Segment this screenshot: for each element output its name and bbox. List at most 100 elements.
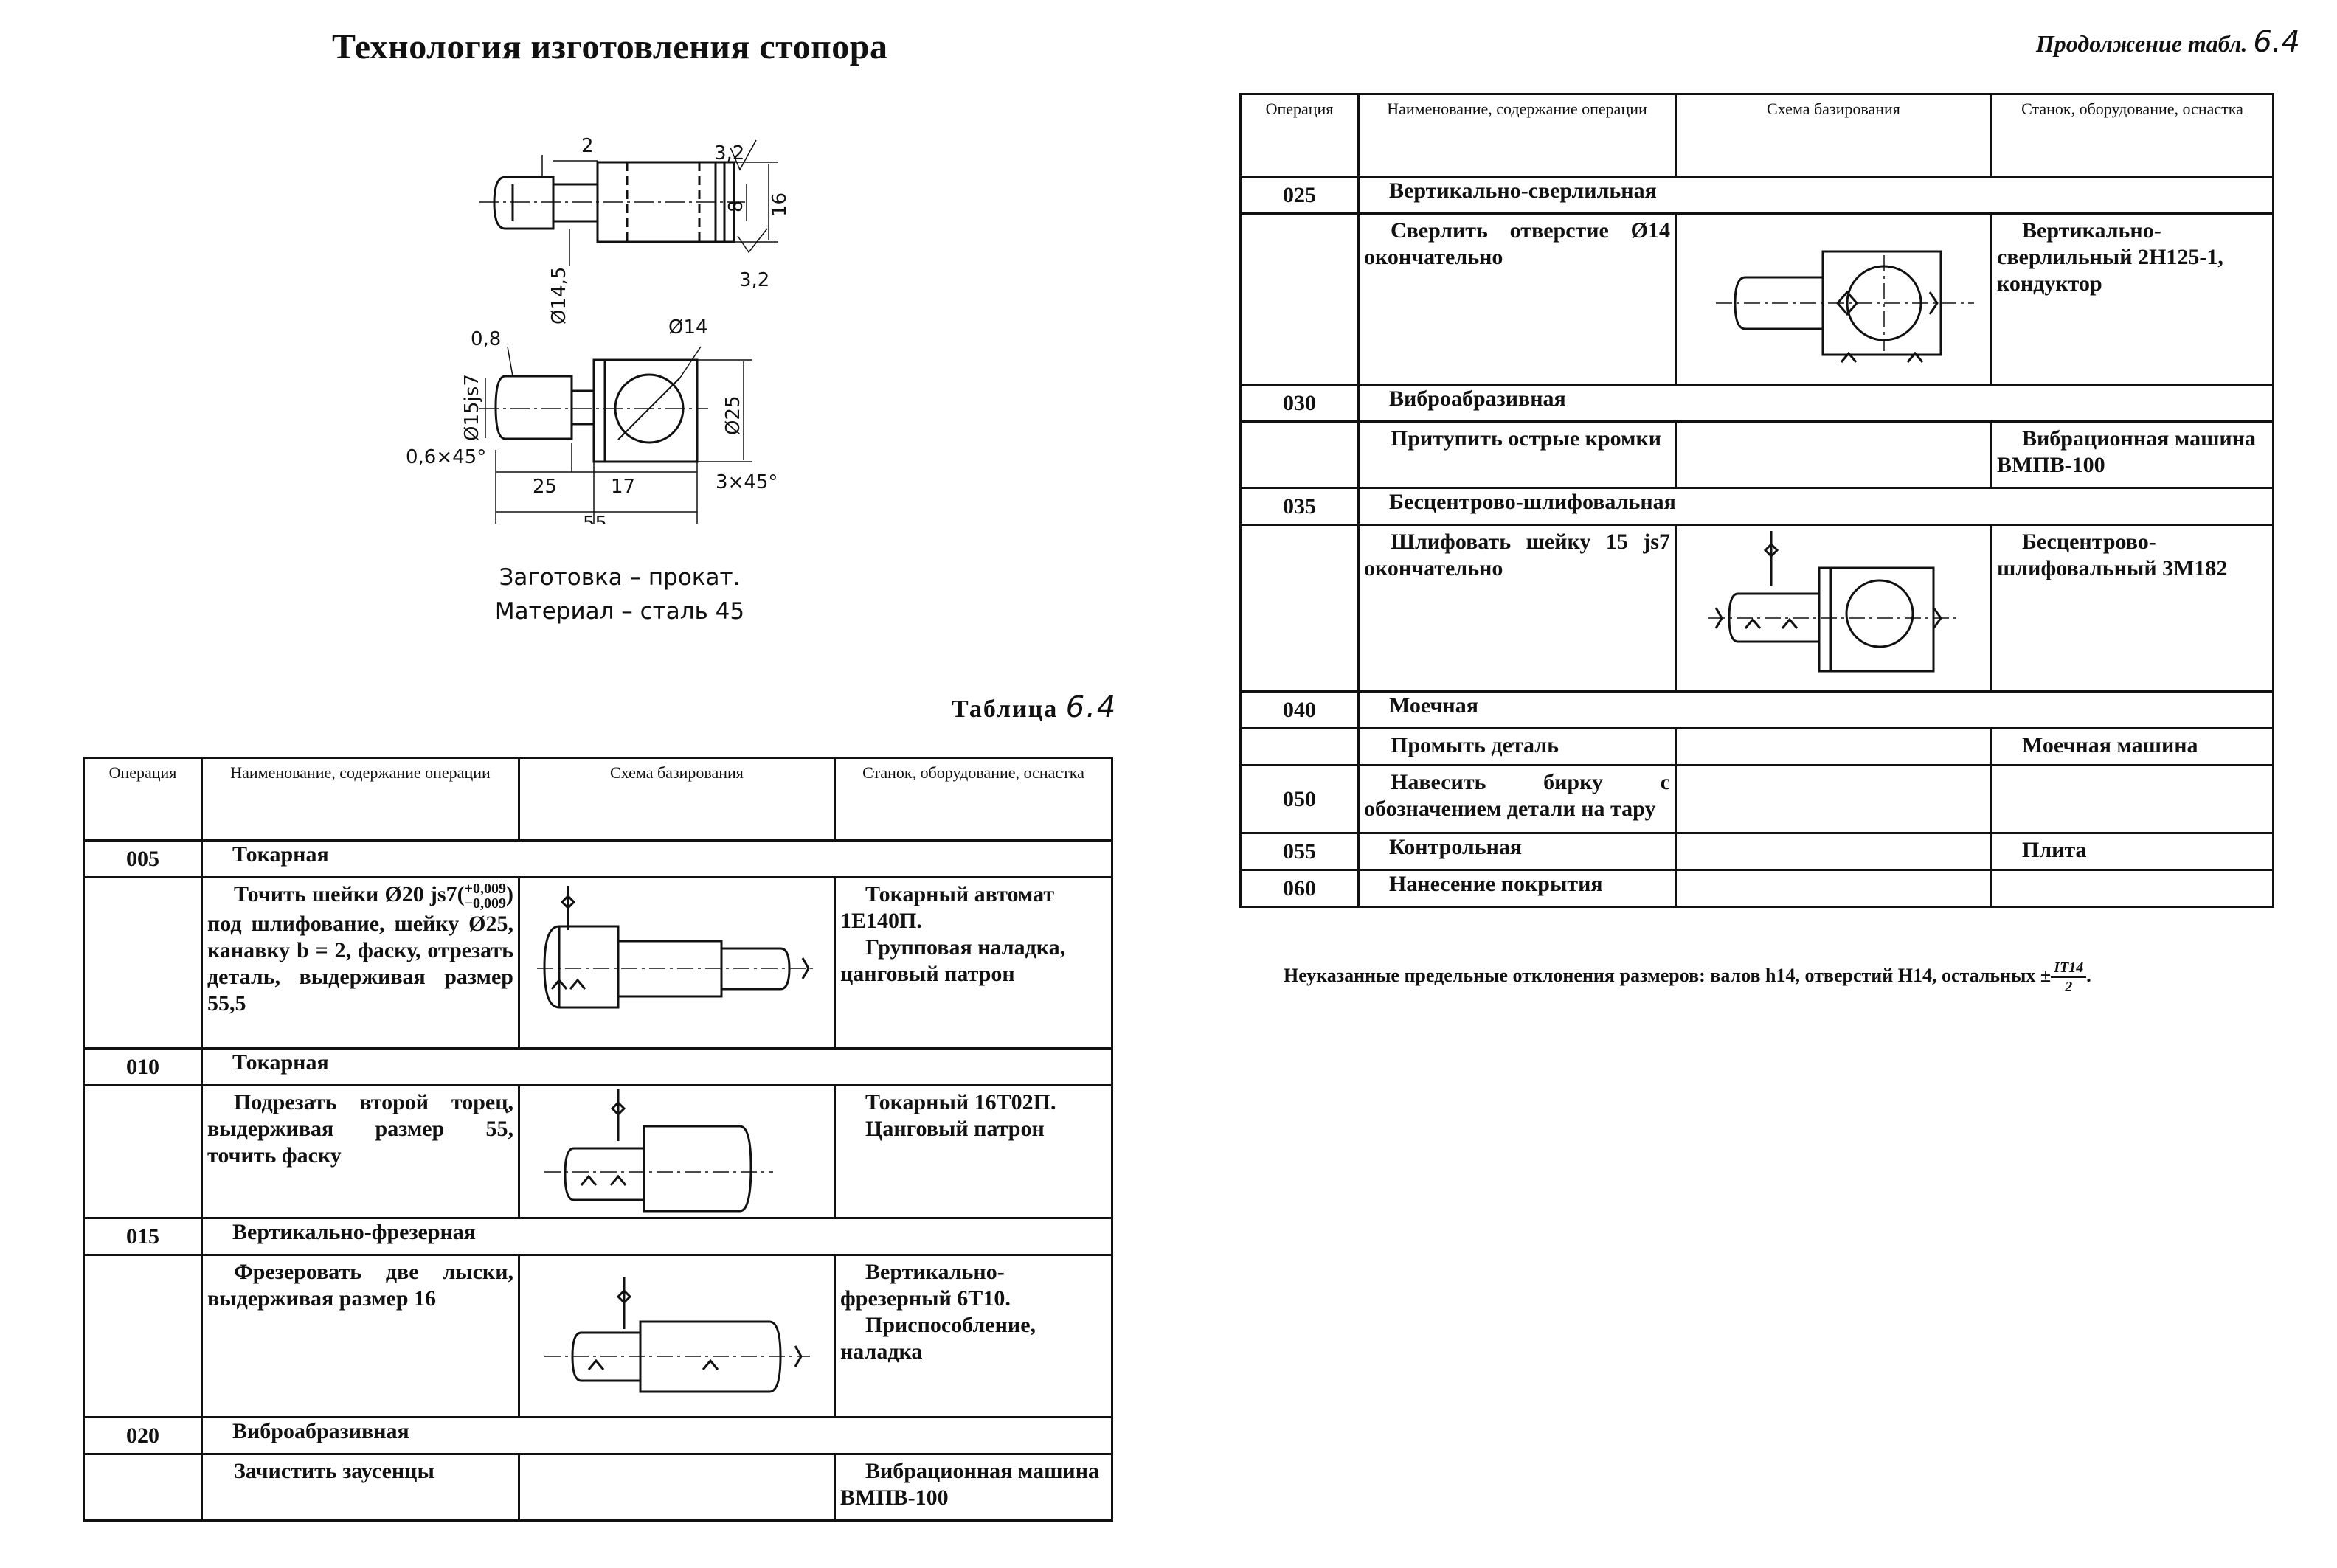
continuation-label: Продолжение табл. 6.4	[2035, 25, 2300, 59]
table-row: Подрезать второй торец, выдерживая разме…	[83, 1084, 1113, 1219]
table-row: 035 Бесцентрово-шлифовальная	[1239, 487, 2274, 526]
operation-equipment: Токарный автомат 1Е140П.Групповая наладк…	[834, 876, 1113, 1050]
table-row: 055 Контрольная Плита	[1239, 832, 2274, 871]
table-header: Операция Наименование, содержание операц…	[83, 757, 1113, 842]
operation-equipment: Моечная машина	[1990, 727, 2274, 766]
basing-scheme	[518, 876, 836, 1050]
operation-description: Фрезеровать две лыски, выдерживая размер…	[201, 1254, 520, 1418]
operation-name: Виброабразивная	[1357, 384, 2274, 423]
basing-scheme	[1675, 212, 1992, 386]
header-operation: Операция	[1239, 93, 1360, 178]
dim-d25: Ø25	[722, 395, 744, 435]
operation-description: Зачистить заусенцы	[201, 1453, 520, 1522]
table-row: Точить шейки Ø20 js7(+0,009−0,009) под ш…	[83, 876, 1113, 1050]
operation-code: 015	[83, 1217, 203, 1256]
basing-scheme-015-diagram	[544, 1277, 810, 1392]
header-operation: Операция	[83, 757, 203, 842]
part-drawing: 2 3,2 3,2 16 8 Ø14,5 0,8 Ø14 Ø15js7 Ø25 …	[406, 135, 791, 524]
dim-2: 2	[581, 135, 594, 157]
table-row: 060 Нанесение покрытия	[1239, 869, 2274, 908]
basing-scheme-025-diagram	[1715, 250, 1974, 363]
page-title: Технология изготовления стопора	[332, 27, 888, 66]
operation-equipment: Бесцентрово-шлифовальный 3М182	[1990, 524, 2274, 693]
table-row: 040 Моечная	[1239, 690, 2274, 729]
operation-equipment: Вибрационная машина ВМПВ-100	[834, 1453, 1113, 1522]
dim-d14: Ø14	[668, 316, 708, 339]
header-equipment: Станок, оборудование, оснастка	[834, 757, 1113, 842]
basing-scheme	[518, 1084, 836, 1219]
table-row: Фрезеровать две лыски, выдерживая размер…	[83, 1254, 1113, 1418]
dim-16: 16	[769, 192, 791, 217]
footnote: Неуказанные предельные отклонения размер…	[1284, 959, 2091, 996]
operation-code: 050	[1239, 764, 1360, 834]
operation-equipment: Вертикально-сверлильный 2Н125-1, кондукт…	[1990, 212, 2274, 386]
table-header: Операция Наименование, содержание операц…	[1239, 93, 2274, 178]
operation-name: Навесить бирку с обозначением детали на …	[1357, 764, 1677, 834]
operation-code: 020	[83, 1416, 203, 1455]
operation-code: 005	[83, 839, 203, 878]
operation-description: Подрезать второй торец, выдерживая разме…	[201, 1084, 520, 1219]
operation-description: Сверлить отверстие Ø14 окончательно	[1357, 212, 1677, 386]
table-row: Сверлить отверстие Ø14 окончательно Верт…	[1239, 212, 2274, 386]
operation-equipment: Вертикально-фрезерный 6Т10.Приспособлени…	[834, 1254, 1113, 1418]
operation-equipment: Плита	[1990, 832, 2274, 871]
operation-description: Промыть деталь	[1357, 727, 1677, 766]
operation-code: 030	[1239, 384, 1360, 423]
operation-code: 010	[83, 1047, 203, 1086]
table-row: Шлифовать шейку 15 js7 окончательно Бесц…	[1239, 524, 2274, 693]
dim-3x45: 3×45°	[716, 471, 778, 493]
dim-d14-5: Ø14,5	[548, 267, 570, 325]
operation-name: Виброабразивная	[201, 1416, 1113, 1455]
table-row: 050 Навесить бирку с обозначением детали…	[1239, 764, 2274, 834]
basing-scheme-005-diagram	[536, 885, 817, 1008]
operation-name: Контрольная	[1357, 832, 1677, 871]
operation-name: Вертикально-фрезерная	[201, 1217, 1113, 1256]
table-row: 020 Виброабразивная	[83, 1416, 1113, 1455]
operation-name: Нанесение покрытия	[1357, 869, 1677, 908]
basing-scheme-010-diagram	[544, 1089, 773, 1212]
operation-code: 035	[1239, 487, 1360, 526]
operation-name: Моечная	[1357, 690, 2274, 729]
operation-name: Токарная	[201, 1047, 1113, 1086]
operation-description: Точить шейки Ø20 js7(+0,009−0,009) под ш…	[201, 876, 520, 1050]
operation-equipment: Вибрационная машина ВМПВ-100	[1990, 420, 2274, 489]
operation-name: Токарная	[201, 839, 1113, 878]
basing-scheme	[518, 1254, 836, 1418]
header-scheme: Схема базирования	[1675, 93, 1992, 178]
basing-scheme-035-diagram	[1708, 530, 1959, 672]
basing-scheme	[1675, 524, 1992, 693]
drawing-caption: Заготовка – прокат. Материал – сталь 45	[494, 564, 745, 625]
table-row: 030 Виброабразивная	[1239, 384, 2274, 423]
operation-name: Вертикально-сверлильная	[1357, 176, 2274, 215]
operation-description: Шлифовать шейку 15 js7 окончательно	[1357, 524, 1677, 693]
dim-55: 55	[583, 513, 607, 524]
dim-d15js7: Ø15js7	[461, 374, 483, 441]
operations-table-left: Операция Наименование, содержание операц…	[83, 757, 1113, 1522]
operations-table-right: Операция Наименование, содержание операц…	[1239, 93, 2274, 908]
operation-code: 055	[1239, 832, 1360, 871]
dim-3-2-bottom: 3,2	[739, 269, 769, 291]
dim-0-8: 0,8	[471, 328, 501, 350]
dim-25: 25	[533, 476, 557, 498]
operation-code: 025	[1239, 176, 1360, 215]
table-label: Таблица 6.4	[952, 690, 1118, 724]
table-row: 015 Вертикально-фрезерная	[83, 1217, 1113, 1256]
operation-equipment: Токарный 16Т02П.Цанговый патрон	[834, 1084, 1113, 1219]
table-row: Зачистить заусенцы Вибрационная машина В…	[83, 1453, 1113, 1522]
table-row: 025 Вертикально-сверлильная	[1239, 176, 2274, 215]
header-name: Наименование, содержание операции	[201, 757, 520, 842]
header-equipment: Станок, оборудование, оснастка	[1990, 93, 2274, 178]
dim-8: 8	[725, 200, 747, 212]
operation-description: Притупить острые кромки	[1357, 420, 1677, 489]
dim-0-6x45: 0,6×45°	[406, 446, 486, 468]
table-row: 005 Токарная	[83, 839, 1113, 878]
dim-3-2-top: 3,2	[714, 142, 744, 164]
header-scheme: Схема базирования	[518, 757, 836, 842]
dim-17: 17	[611, 476, 635, 498]
table-row: Притупить острые кромки Вибрационная маш…	[1239, 420, 2274, 489]
operation-name: Бесцентрово-шлифовальная	[1357, 487, 2274, 526]
table-row: Промыть деталь Моечная машина	[1239, 727, 2274, 766]
operation-code: 040	[1239, 690, 1360, 729]
table-row: 010 Токарная	[83, 1047, 1113, 1086]
